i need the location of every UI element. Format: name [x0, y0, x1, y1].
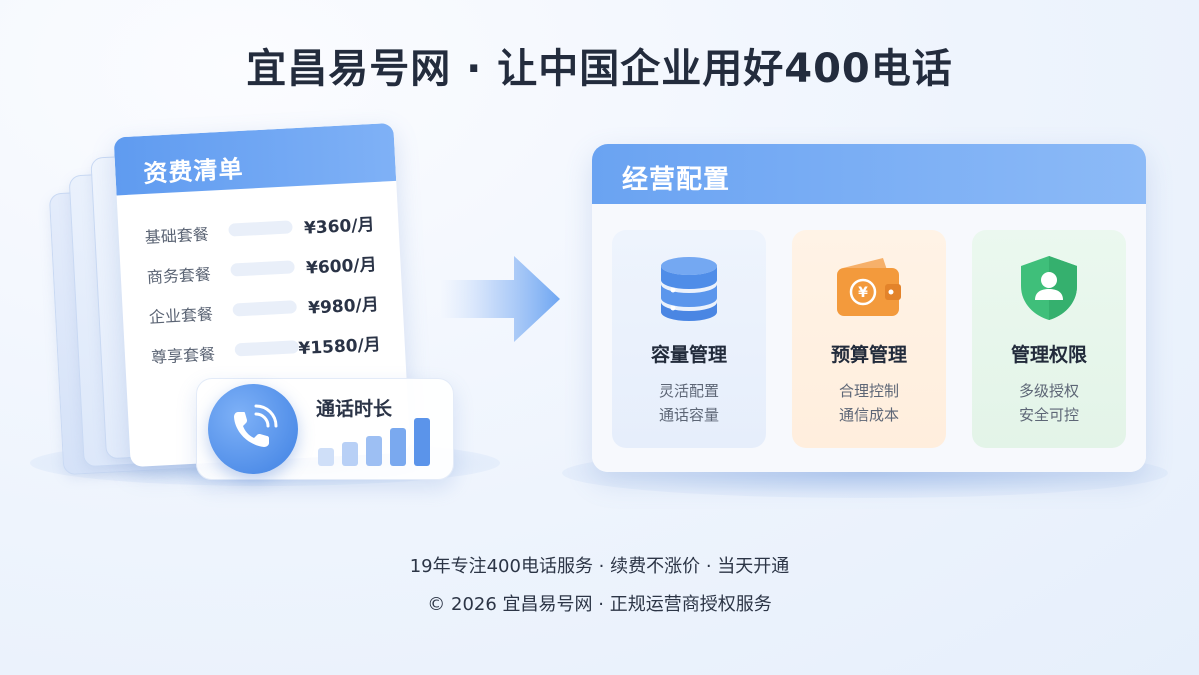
shield-user-icon — [1013, 252, 1085, 324]
feature-desc: 通话容量 — [658, 406, 719, 424]
plan-bar — [228, 220, 293, 237]
plan-bar — [232, 300, 298, 317]
price-row: 商务套餐 ¥600/月 — [146, 249, 387, 287]
plan-name: 企业套餐 — [148, 304, 214, 327]
feature-budget: ¥ 预算管理 合理控制 通信成本 — [792, 230, 946, 448]
wallet-icon: ¥ — [833, 252, 905, 324]
feature-name: 预算管理 — [830, 344, 907, 366]
operations-panel: 经营配置 容量管理 灵活配置 通话容量 — [592, 144, 1146, 472]
footer-copyright: © 2026 宜昌易号网 · 正规运营商授权服务 — [427, 594, 772, 615]
feature-desc: 安全可控 — [1018, 406, 1079, 424]
feature-desc: 灵活配置 — [658, 382, 719, 400]
feature-permission: 管理权限 多级授权 安全可控 — [972, 230, 1126, 448]
feature-desc: 通信成本 — [838, 406, 899, 424]
call-duration-label: 通话时长 — [316, 398, 393, 420]
feature-name: 容量管理 — [650, 344, 727, 366]
arrow-right-icon — [440, 254, 570, 344]
plan-bar — [234, 340, 300, 357]
plan-name: 基础套餐 — [144, 224, 210, 248]
price-row: 尊享套餐 ¥1580/月 — [150, 329, 391, 367]
page-title: 宜昌易号网 · 让中国企业用好400电话 — [246, 46, 953, 92]
price-list-title: 资费清单 — [113, 122, 397, 196]
plan-name: 尊享套餐 — [150, 344, 216, 367]
feature-name: 管理权限 — [1010, 344, 1087, 366]
feature-desc: 多级授权 — [1018, 382, 1079, 400]
svg-text:¥: ¥ — [858, 285, 868, 301]
feature-desc: 合理控制 — [838, 382, 899, 400]
feature-capacity: 容量管理 灵活配置 通话容量 — [612, 230, 766, 448]
price-row: 基础套餐 ¥360/月 — [144, 210, 385, 247]
operations-panel-title: 经营配置 — [592, 144, 1146, 204]
plan-price: ¥980/月 — [307, 294, 380, 319]
plan-bar — [230, 260, 295, 277]
plan-price: ¥1580/月 — [298, 334, 382, 360]
footer-tagline: 19年专注400电话服务 · 续费不涨价 · 当天开通 — [409, 556, 790, 577]
operations-panel-body: 容量管理 灵活配置 通话容量 ¥ 预算管理 合理控制 通信成本 — [592, 204, 1146, 472]
call-bars-icon — [318, 410, 438, 468]
plan-price: ¥600/月 — [305, 254, 378, 279]
phone-icon — [208, 384, 298, 474]
price-row: 企业套餐 ¥980/月 — [148, 289, 389, 327]
database-icon — [653, 252, 725, 324]
plan-price: ¥360/月 — [303, 215, 376, 239]
plan-name: 商务套餐 — [146, 264, 212, 287]
